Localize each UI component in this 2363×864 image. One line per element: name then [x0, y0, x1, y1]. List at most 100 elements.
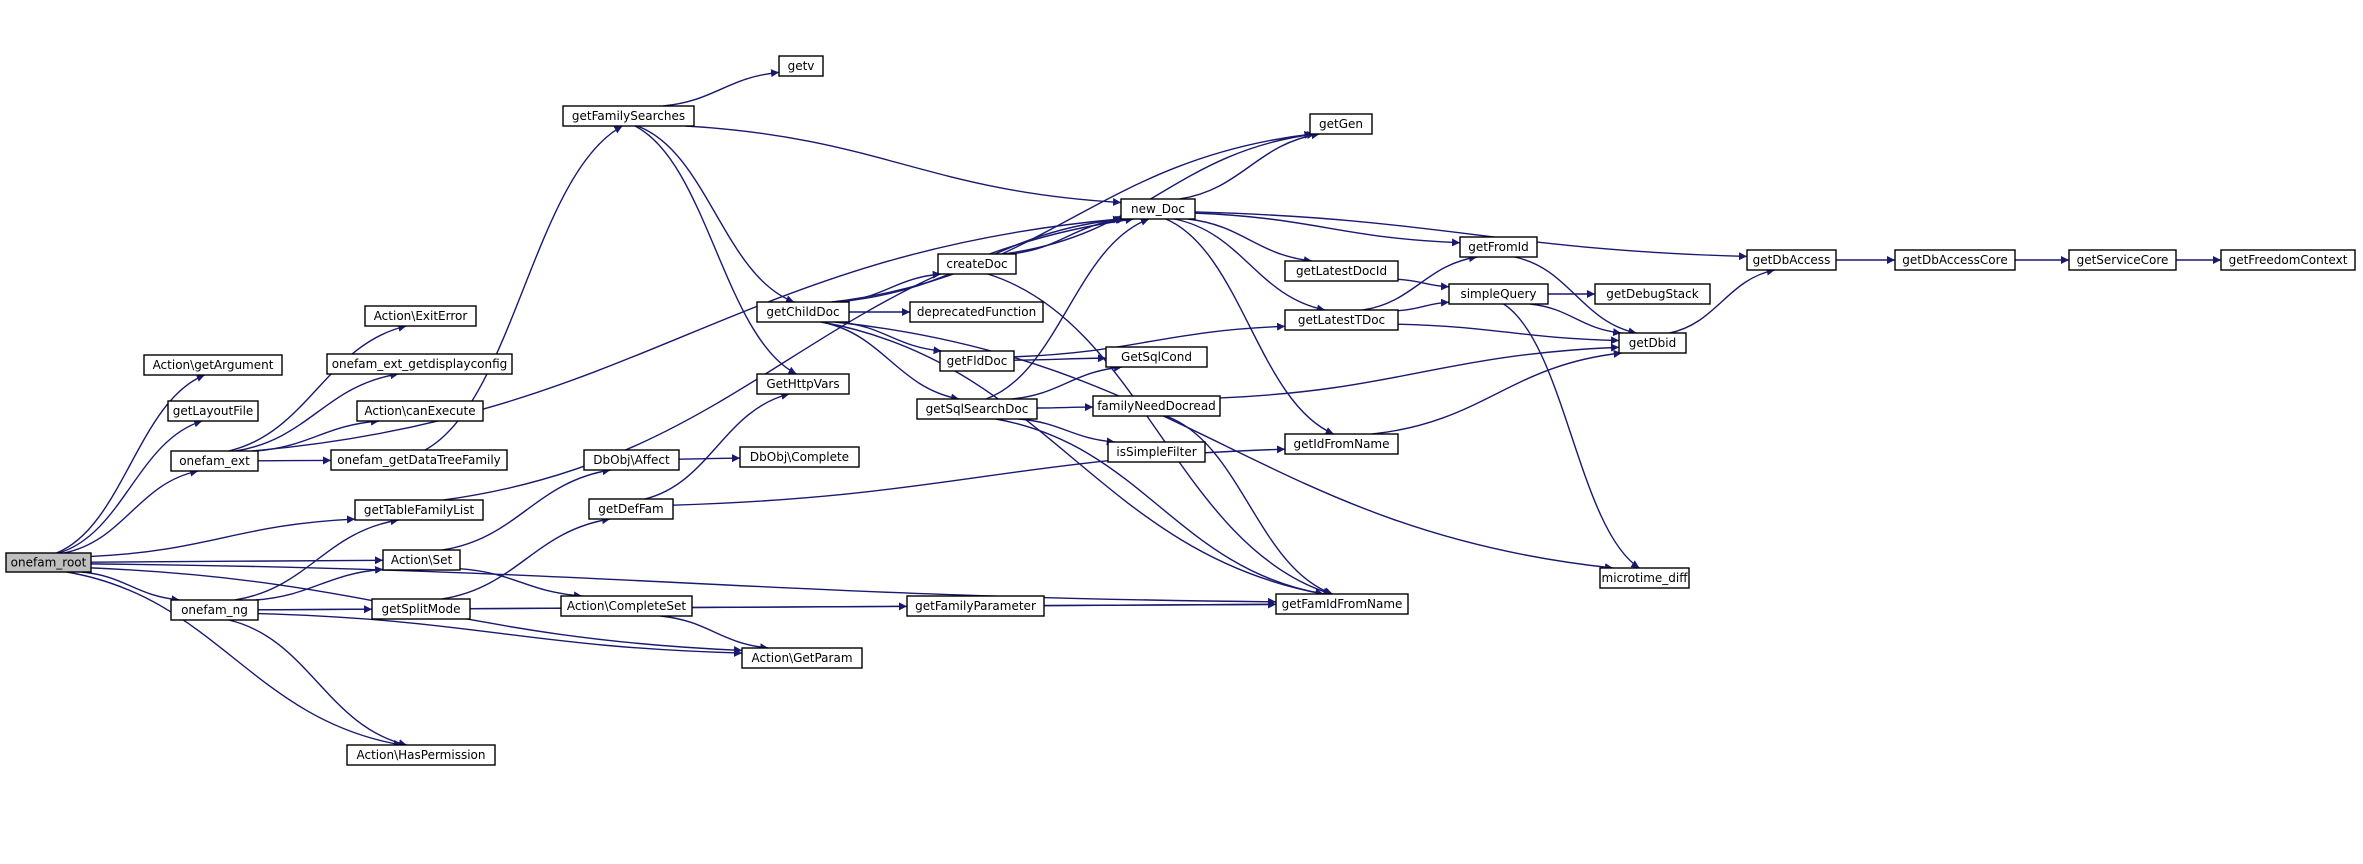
node-box-getgen [1309, 113, 1373, 135]
node-dbobj_complete[interactable]: DbObj\Complete [739, 446, 860, 468]
edge-getdbid-to-getdbaccess [1669, 267, 1775, 334]
node-label-action_canexecute: Action\canExecute [364, 404, 475, 418]
node-action_completeset[interactable]: Action\CompleteSet [560, 595, 693, 617]
node-getfamidfromname[interactable]: getFamIdFromName [1275, 593, 1409, 615]
node-deprecatedfunction[interactable]: deprecatedFunction [909, 301, 1044, 323]
node-box-getlayoutfile [167, 400, 259, 422]
node-action_exiterror[interactable]: Action\ExitError [364, 305, 477, 327]
node-getfamilyparameter[interactable]: getFamilyParameter [906, 595, 1045, 617]
node-simplequery[interactable]: simpleQuery [1448, 283, 1549, 305]
edge-getdeffam-to-gethttpvars [644, 392, 790, 500]
node-label-action_haspermission: Action\HasPermission [357, 748, 486, 762]
node-action_getparam[interactable]: Action\GetParam [741, 647, 863, 669]
node-onefam_root[interactable]: onefam_root [5, 552, 92, 573]
edge-new_doc-to-getidfromname [1165, 218, 1334, 435]
node-onefam_ext[interactable]: onefam_ext [170, 450, 259, 472]
node-box-deprecatedfunction [909, 301, 1044, 323]
edge-getlatesttdoc-to-simplequery [1397, 298, 1450, 312]
edge-getchilddoc-to-getfamidfromname [821, 321, 1324, 597]
node-box-getchilddoc [756, 301, 850, 323]
node-label-gettablefamilylist: getTableFamilyList [364, 503, 475, 517]
node-action_canexecute[interactable]: Action\canExecute [356, 400, 484, 422]
edge-onefam_root-to-onefam_ext [63, 468, 199, 554]
node-onefam_ext_getdisplayconfig[interactable]: onefam_ext_getdisplayconfig [326, 353, 513, 375]
node-getdeffam[interactable]: getDefFam [588, 498, 674, 520]
node-getsqlsearchdoc[interactable]: getSqlSearchDoc [916, 398, 1038, 420]
node-label-getfamilyparameter: getFamilyParameter [915, 599, 1036, 613]
node-getdbaccess[interactable]: getDbAccess [1746, 249, 1837, 271]
node-new_doc[interactable]: new_Doc [1120, 198, 1196, 220]
node-label-getfromid: getFromId [1468, 240, 1529, 254]
node-label-deprecatedfunction: deprecatedFunction [917, 305, 1036, 319]
node-getgen[interactable]: getGen [1309, 113, 1373, 135]
edge-getflddoc-to-getsqlcond [1013, 354, 1107, 363]
node-getsqlcond[interactable]: GetSqlCond [1105, 346, 1208, 368]
node-getflddoc[interactable]: getFldDoc [939, 350, 1015, 372]
edge-getsqlsearchdoc-to-new_doc [985, 218, 1150, 400]
edge-onefam_root-to-getfamidfromname [90, 563, 1277, 606]
edge-simplequery-to-microtime_diff [1503, 303, 1640, 569]
node-box-action_haspermission [346, 744, 496, 766]
node-getfromid[interactable]: getFromId [1459, 236, 1538, 258]
node-box-getflddoc [939, 350, 1015, 372]
edge-onefam_ext-to-action_canexecute [255, 417, 379, 452]
node-dbobj_affect[interactable]: DbObj\Affect [583, 449, 680, 471]
node-getdbid[interactable]: getDbid [1618, 332, 1687, 354]
node-action_haspermission[interactable]: Action\HasPermission [346, 744, 496, 766]
edge-createdoc-to-getgen [1002, 131, 1316, 255]
node-getfreedomcontext[interactable]: getFreedomContext [2220, 249, 2356, 271]
node-gettablefamilylist[interactable]: getTableFamilyList [354, 499, 484, 521]
node-getdbaccesscore[interactable]: getDbAccessCore [1894, 249, 2016, 271]
node-createdoc[interactable]: createDoc [937, 253, 1017, 275]
node-gethttpvars[interactable]: GetHttpVars [756, 373, 850, 395]
node-label-dbobj_complete: DbObj\Complete [750, 450, 849, 464]
node-label-getdbaccesscore: getDbAccessCore [1902, 253, 2007, 267]
node-getsplitmode[interactable]: getSplitMode [371, 598, 471, 620]
node-box-dbobj_complete [739, 446, 860, 468]
node-action_getargument[interactable]: Action\getArgument [143, 354, 283, 376]
node-getlatesttdoc[interactable]: getLatestTDoc [1284, 309, 1399, 331]
node-label-onefam_root: onefam_root [11, 556, 87, 570]
node-getfamilysearches[interactable]: getFamilySearches [562, 105, 695, 127]
node-label-getgen: getGen [1319, 117, 1363, 131]
node-box-getdebugstack [1594, 283, 1711, 305]
node-issimplefilter[interactable]: isSimpleFilter [1107, 441, 1206, 463]
node-getservicecore[interactable]: getServiceCore [2068, 249, 2177, 271]
node-label-onefam_ext_getdisplayconfig: onefam_ext_getdisplayconfig [332, 357, 508, 371]
edge-action_completeset-to-action_getparam [660, 615, 769, 652]
node-familyneeddocread[interactable]: familyNeedDocread [1092, 395, 1221, 417]
node-onefam_getdatatreefamily[interactable]: onefam_getDataTreeFamily [330, 449, 508, 471]
node-getv[interactable]: getv [778, 55, 824, 77]
node-box-onefam_ext_getdisplayconfig [326, 353, 513, 375]
edge-onefam_ng-to-action_getparam [257, 612, 743, 657]
node-microtime_diff[interactable]: microtime_diff [1599, 567, 1690, 589]
node-getchilddoc[interactable]: getChildDoc [756, 301, 850, 323]
edge-new_doc-to-getlatesttdoc [1174, 218, 1326, 313]
node-action_set[interactable]: Action\Set [382, 549, 461, 571]
edge-getfamilysearches-to-getchilddoc [637, 125, 795, 303]
edge-getlatesttdoc-to-getfromid [1362, 254, 1478, 311]
edge-familyneeddocread-to-getfamidfromname [1165, 415, 1333, 596]
edge-onefam_root-to-action_set [90, 556, 384, 565]
edge-getfamilysearches-to-new_doc [685, 125, 1122, 207]
node-getlayoutfile[interactable]: getLayoutFile [167, 400, 259, 422]
node-box-getdeffam [588, 498, 674, 520]
edge-new_doc-to-getdbaccess [1194, 211, 1748, 261]
edge-getsqlsearchdoc-to-getsqlcond [1011, 363, 1123, 400]
node-box-onefam_root [5, 552, 92, 573]
edge-getflddoc-to-getlatesttdoc [1013, 322, 1286, 358]
edge-getchilddoc-to-getgen [831, 130, 1313, 303]
node-box-getdbaccesscore [1894, 249, 2016, 271]
node-label-getdbid: getDbid [1629, 336, 1677, 350]
node-label-microtime_diff: microtime_diff [1602, 571, 1689, 585]
node-label-action_completeset: Action\CompleteSet [567, 599, 686, 613]
node-getlatestdocid[interactable]: getLatestDocId [1284, 260, 1399, 282]
edge-getidfromname-to-getdbid [1372, 349, 1622, 435]
edge-dbobj_affect-to-dbobj_complete [678, 454, 741, 463]
node-label-simplequery: simpleQuery [1460, 287, 1536, 301]
node-onefam_ng[interactable]: onefam_ng [170, 599, 259, 621]
node-getdebugstack[interactable]: getDebugStack [1594, 283, 1711, 305]
node-box-action_set [382, 549, 461, 571]
node-getidfromname[interactable]: getIdFromName [1284, 433, 1399, 455]
